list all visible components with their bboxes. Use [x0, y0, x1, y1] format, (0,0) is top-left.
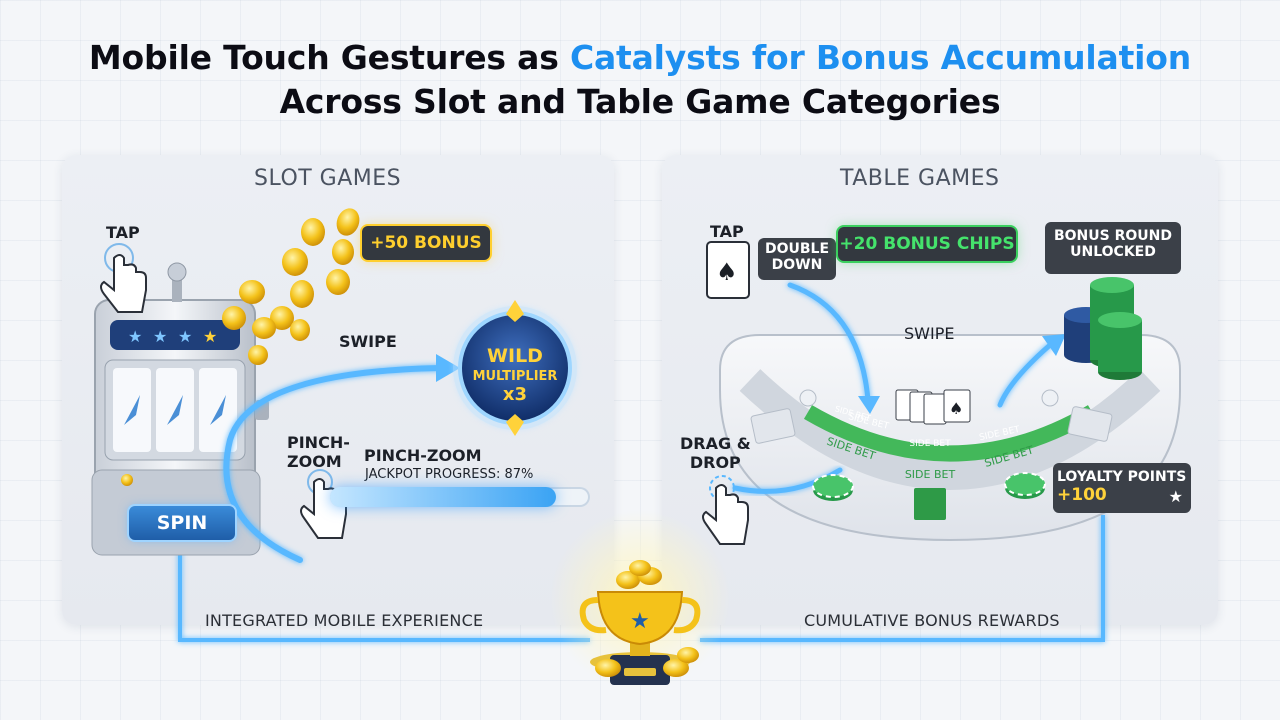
svg-text:★: ★ [128, 327, 142, 346]
loyalty-value: +100 [1057, 485, 1107, 505]
swipe-up-arrow [997, 342, 1053, 408]
progress-label: JACKPOT PROGRESS: 87% [365, 467, 534, 482]
double-down-label-1: DOUBLE [764, 241, 830, 257]
svg-text:★: ★ [630, 609, 650, 634]
table-tap-label: TAP [710, 222, 744, 241]
double-down-label-2: DOWN [771, 257, 823, 273]
side-bet-center-label: SIDE BET [905, 468, 956, 481]
svg-text:★: ★ [203, 327, 217, 346]
svg-text:★: ★ [153, 327, 167, 346]
bonus-badge: +50 BONUS [362, 226, 490, 260]
swipe-up-arrowhead [1042, 334, 1066, 356]
title-accent: Catalysts for Bonus Accumulation [569, 38, 1192, 77]
coin-shower-icon [222, 208, 360, 365]
double-down-arrow [787, 282, 871, 403]
wild-multiplier-icon [453, 300, 577, 436]
green-chip-right-icon [1004, 472, 1046, 499]
title-prefix: Mobile Touch Gestures as [88, 38, 570, 77]
svg-text:♠: ♠ [949, 399, 963, 418]
bonus-round-badge: BONUS ROUND UNLOCKED [1045, 222, 1181, 274]
slot-swipe-arrow [223, 365, 443, 563]
slot-swipe-label: SWIPE [339, 332, 397, 351]
jackpot-progress-fill [330, 487, 557, 507]
wild-label-1: WILD [487, 345, 543, 367]
table-panel-title: TABLE GAMES [840, 166, 1000, 191]
green-chip-left-icon [812, 474, 854, 501]
jackpot-progress-bar [330, 487, 590, 507]
svg-text:★: ★ [178, 327, 192, 346]
chip-stack-icon [1064, 277, 1142, 380]
table-swipe-label: SWIPE [904, 324, 955, 343]
connector-line-left [178, 545, 590, 642]
svg-text:♠: ♠ [716, 258, 738, 286]
progress-title: PINCH-ZOOM [364, 446, 482, 465]
bonus-round-label-2: UNLOCKED [1070, 244, 1156, 260]
wild-label-2: MULTIPLIER [473, 369, 558, 384]
wild-label-3: x3 [503, 384, 527, 405]
side-bet-arc-label-2: SIDE BET [909, 439, 951, 449]
loyalty-points-badge: LOYALTY POINTS +100 ★ [1053, 463, 1191, 513]
footer-right-label: CUMULATIVE BONUS REWARDS [804, 611, 1060, 630]
side-bet-arc [803, 405, 1097, 462]
slot-pinch-label-2: ZOOM [287, 452, 342, 471]
double-down-arrowhead [858, 396, 880, 414]
slot-pinch-label: PINCH- ZOOM [287, 433, 350, 471]
page-title-line-2: Across Slot and Table Game Categories [279, 82, 1001, 121]
loyalty-label: LOYALTY POINTS [1057, 469, 1187, 485]
drag-drop-label: DRAG & DROP [680, 434, 751, 472]
trophy-icon: ★ [550, 510, 730, 690]
slot-swipe-arrowhead [436, 354, 460, 382]
drag-drop-label-1: DRAG & [680, 434, 751, 453]
drag-drop-label-2: DROP [689, 453, 741, 472]
slot-pinch-label-1: PINCH- [287, 433, 350, 452]
page-title-line-1: Mobile Touch Gestures as Catalysts for B… [0, 38, 1280, 77]
drag-hand-icon [702, 475, 749, 545]
star-icon: ★ [1168, 487, 1183, 506]
connector-line-right [700, 515, 1105, 642]
tap-hand-icon [100, 243, 147, 313]
bonus-round-label-1: BONUS ROUND [1053, 228, 1172, 244]
slot-panel-title: SLOT GAMES [254, 166, 402, 191]
footer-left-label: INTEGRATED MOBILE EXPERIENCE [205, 611, 484, 630]
bonus-chips-badge: +20 BONUS CHIPS [838, 227, 1016, 261]
double-down-badge: DOUBLE DOWN [758, 238, 836, 280]
spin-button[interactable]: SPIN [129, 506, 235, 540]
playing-card-icon: ♠ [706, 241, 750, 299]
slot-tap-label: TAP [106, 223, 140, 242]
